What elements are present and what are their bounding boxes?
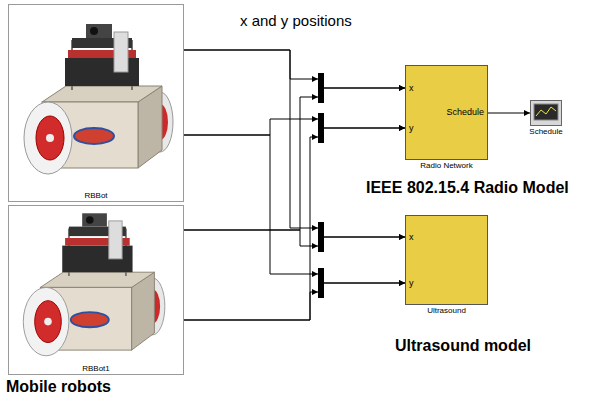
block-name: Schedule — [529, 127, 562, 136]
robot-picture — [23, 213, 165, 356]
wire-segment — [184, 119, 318, 135]
robot-image-box: RBBot — [8, 4, 184, 202]
block-name: RBBot1 — [9, 364, 183, 373]
wire-segment — [324, 88, 405, 89]
robot-picture — [24, 24, 173, 174]
subsystem-block: xyScheduleRadio Network — [405, 65, 488, 160]
robot-image-box: RBBot1 — [8, 205, 184, 375]
port-name: x — [409, 83, 414, 93]
wire-segment — [324, 128, 405, 129]
wire-segment — [184, 137, 318, 320]
signal-wire — [184, 50, 405, 283]
mux-bar — [318, 113, 324, 143]
scope-screen — [534, 104, 558, 120]
wire-segment — [324, 237, 405, 238]
scope-body — [531, 101, 561, 125]
mux-bar — [318, 268, 324, 298]
port-name: x — [409, 232, 414, 242]
wire-segment — [184, 97, 318, 230]
signal-wire — [488, 113, 530, 114]
subsystem-block: xyUltrasound — [405, 215, 488, 305]
wire-segment — [184, 292, 318, 320]
wire-segment — [184, 135, 318, 274]
wire-segment — [324, 237, 405, 238]
wire-segment — [324, 88, 405, 89]
signal-wire — [184, 88, 405, 320]
port-name: Schedule — [446, 107, 484, 117]
signal-wire — [184, 50, 405, 135]
signal-note: x and y positions — [240, 12, 352, 30]
wire-segment — [184, 230, 318, 246]
scope-block: Schedule — [530, 100, 562, 126]
model-caption: Ultrasound model — [395, 336, 531, 355]
wire-segment — [488, 113, 530, 114]
port-name: y — [409, 123, 414, 133]
block-name: RBBot — [9, 191, 183, 200]
scope-trace — [536, 107, 556, 116]
mux-bar — [318, 222, 324, 252]
mux-bar — [318, 73, 324, 103]
wire-segment — [184, 50, 318, 228]
wire-segment — [324, 283, 405, 284]
signal-wire — [184, 230, 405, 320]
block-name: Radio Network — [420, 161, 472, 170]
group-caption: Mobile robots — [6, 377, 111, 396]
port-name: y — [409, 278, 414, 288]
wire-segment — [184, 50, 318, 79]
model-caption: IEEE 802.15.4 Radio Model — [366, 178, 569, 197]
wire-segment — [324, 283, 405, 284]
wire-segment — [324, 128, 405, 129]
block-name: Ultrasound — [427, 306, 466, 315]
